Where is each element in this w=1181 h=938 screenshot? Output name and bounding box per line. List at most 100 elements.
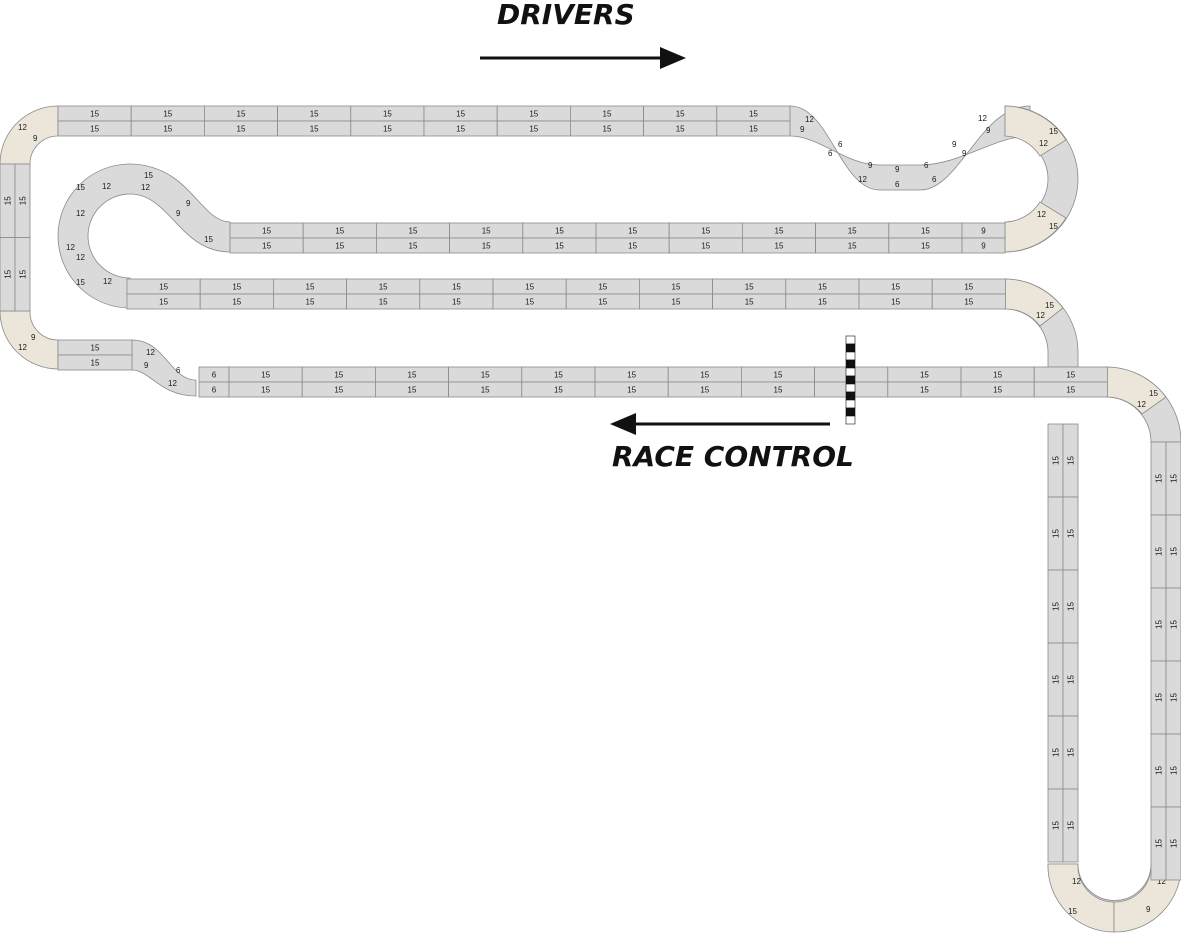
segment-label: 15 (818, 283, 827, 292)
segment-label: 15 (383, 110, 392, 119)
segment-label: 15 (1052, 529, 1061, 538)
curve-label: 12 (168, 379, 177, 388)
segment-label: 15 (627, 371, 636, 380)
segment-label: 15 (261, 371, 270, 380)
curve-label: 12 (102, 182, 111, 191)
segment-label: 15 (456, 125, 465, 134)
curve-label: 12 (805, 115, 814, 124)
curve-right-turn-1-border (1004, 278, 1064, 327)
segment-label: 15 (334, 371, 343, 380)
segment-label: 15 (237, 125, 246, 134)
segment-label: 15 (525, 283, 534, 292)
segment-label: 15 (775, 227, 784, 236)
curve-label: 15 (1149, 389, 1158, 398)
segment-label: 15 (676, 110, 685, 119)
segment-label: 15 (818, 298, 827, 307)
curve-label: 15 (204, 235, 213, 244)
segment-label: 15 (554, 386, 563, 395)
curve-top-left (0, 105, 59, 165)
curve-bottom-hairpin-left-border (1047, 863, 1115, 933)
segment-label: 15 (262, 227, 271, 236)
curve-label: 15 (1049, 127, 1058, 136)
segment-label: 15 (1052, 675, 1061, 684)
curve-label: 9 (144, 361, 149, 370)
segment-label: 15 (848, 227, 857, 236)
curve-label: 12 (1036, 311, 1045, 320)
segment-label: 15 (554, 371, 563, 380)
segment-label: 15 (603, 110, 612, 119)
segment-label: 15 (1066, 386, 1075, 395)
curve-label: 9 (986, 126, 991, 135)
segment-label: 15 (1052, 748, 1061, 757)
segment-label: 15 (672, 298, 681, 307)
curve-label: 12 (18, 123, 27, 132)
segment-label: 15 (921, 242, 930, 251)
curve-jog (131, 339, 197, 397)
curve-label: 9 (33, 134, 38, 143)
segment-label: 15 (262, 242, 271, 251)
segment-label: 15 (676, 125, 685, 134)
segment-label: 15 (261, 386, 270, 395)
curve-chicane (789, 105, 1031, 191)
track-segment (716, 120, 791, 137)
segment-label: 15 (1052, 821, 1061, 830)
segment-label: 15 (335, 227, 344, 236)
segment-label: 15 (379, 283, 388, 292)
curve-label: 12 (103, 277, 112, 286)
checker-square (845, 359, 856, 369)
checker-square (845, 399, 856, 409)
segment-label: 15 (749, 110, 758, 119)
segment-label: 15 (774, 386, 783, 395)
curve-left-loop (57, 163, 231, 309)
segment-label: 15 (1067, 821, 1076, 830)
segment-label: 15 (91, 344, 100, 353)
checker-square (845, 407, 856, 417)
segment-label: 15 (920, 386, 929, 395)
segment-label: 15 (555, 227, 564, 236)
start-finish-line-icon (845, 335, 856, 425)
segment-label: 15 (335, 242, 344, 251)
segment-label: 15 (920, 371, 929, 380)
segment-label: 15 (1170, 620, 1179, 629)
segment-label: 15 (964, 283, 973, 292)
segment-label: 15 (306, 298, 315, 307)
checker-square (845, 367, 856, 377)
segment-label: 15 (598, 283, 607, 292)
segment-label: 15 (310, 110, 319, 119)
segment-label: 15 (1067, 675, 1076, 684)
curve-label: 15 (76, 183, 85, 192)
segment-label: 15 (232, 298, 241, 307)
checker-square (845, 351, 856, 361)
curve-label: 6 (932, 175, 937, 184)
segment-label: 15 (745, 283, 754, 292)
track-segment (1165, 806, 1181, 881)
curve-label: 12 (1137, 400, 1146, 409)
curve-label: 6 (176, 366, 181, 375)
segment-label: 15 (993, 371, 1002, 380)
segment-label: 15 (1170, 839, 1179, 848)
segment-label: 15 (1066, 371, 1075, 380)
segment-label: 15 (1155, 474, 1164, 483)
curve-label: 15 (76, 278, 85, 287)
track-segment (1062, 788, 1079, 863)
segment-label: 15 (90, 125, 99, 134)
curve-label: 12 (1039, 139, 1048, 148)
segment-label: 15 (700, 371, 709, 380)
segment-label: 15 (456, 110, 465, 119)
segment-label: 15 (700, 386, 709, 395)
segment-label: 15 (774, 371, 783, 380)
curve-label: 12 (146, 348, 155, 357)
checker-square (845, 383, 856, 393)
curve-label: 12 (141, 183, 150, 192)
segment-label: 15 (408, 371, 417, 380)
curve-label: 9 (186, 199, 191, 208)
segment-label: 15 (1155, 839, 1164, 848)
segment-label: 15 (1052, 602, 1061, 611)
curve-label: 12 (76, 209, 85, 218)
curve-label: 12 (1157, 877, 1166, 886)
segment-label: 15 (159, 298, 168, 307)
segment-label: 15 (334, 386, 343, 395)
curve-bottom-hairpin-right-border (1113, 863, 1181, 933)
segment-label: 15 (891, 283, 900, 292)
checker-square (845, 343, 856, 353)
